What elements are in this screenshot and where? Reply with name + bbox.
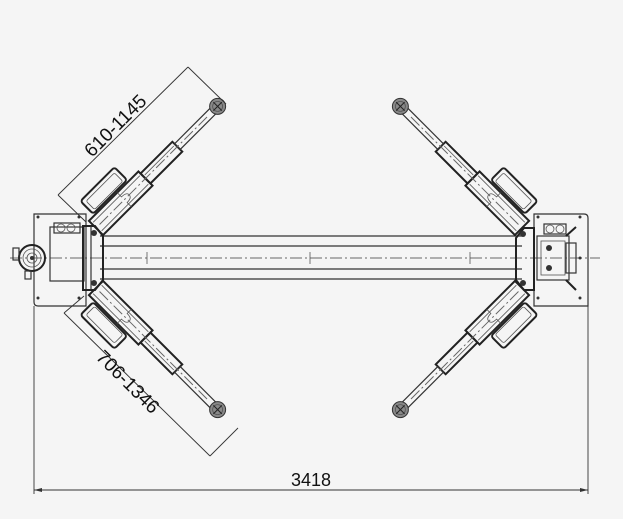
arm-rear-right: [386, 279, 545, 438]
dimension-label-rear: 706-1346: [91, 347, 163, 419]
dimension-label-front: 610-1145: [81, 91, 152, 162]
dimension-overall: 3418: [33, 306, 589, 494]
dimension-rear-arm: 706-1346: [63, 295, 239, 457]
motor-icon: [12, 244, 46, 280]
arm-front-right: [386, 78, 545, 237]
dimension-label-overall: 3418: [291, 470, 331, 490]
crossbar: [10, 235, 600, 280]
left-post: [12, 213, 104, 307]
